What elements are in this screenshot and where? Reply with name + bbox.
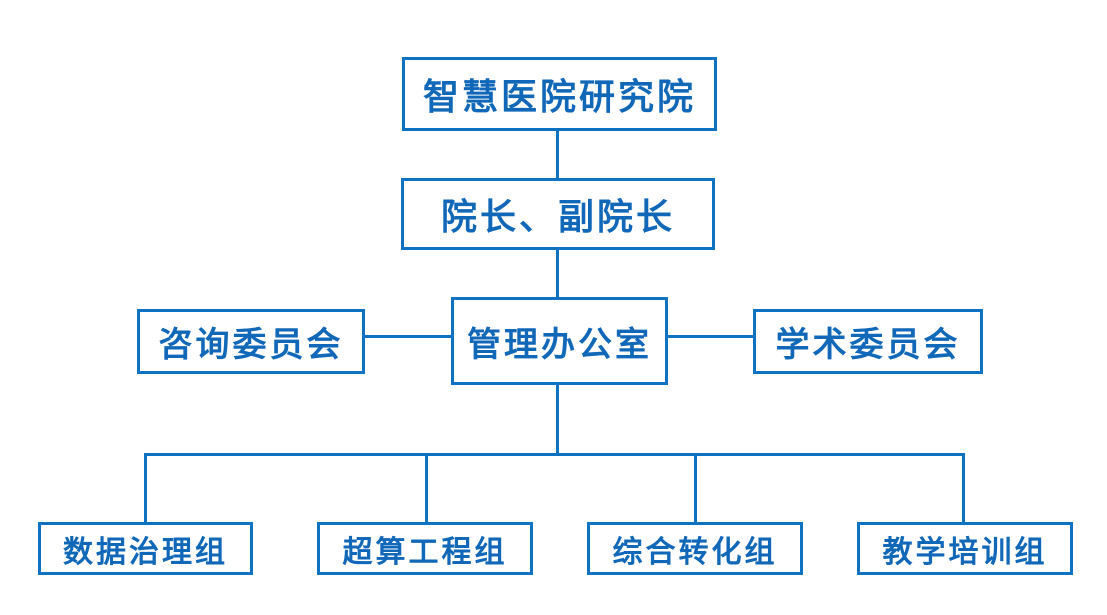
node-institute: 智慧医院研究院 xyxy=(402,57,717,131)
node-academic-committee-label: 学术委员会 xyxy=(775,325,961,365)
connector-leadership-to-office xyxy=(556,250,559,297)
node-data-governance-group: 数据治理组 xyxy=(38,522,253,575)
connector-bus-to-group3 xyxy=(694,453,697,522)
node-supercomputing-engineering-group-label: 超算工程组 xyxy=(342,534,508,570)
connector-office-to-academic xyxy=(668,335,753,338)
connector-bus xyxy=(144,453,965,456)
node-comprehensive-transformation-group: 综合转化组 xyxy=(587,522,803,575)
node-dean-vice-dean: 院长、副院长 xyxy=(401,178,715,250)
node-comprehensive-transformation-group-label: 综合转化组 xyxy=(612,534,778,570)
node-data-governance-group-label: 数据治理组 xyxy=(63,534,228,570)
connector-bus-to-group1 xyxy=(144,453,147,522)
connector-office-to-bus xyxy=(556,385,559,453)
node-management-office-label: 管理办公室 xyxy=(467,324,652,365)
node-academic-committee: 学术委员会 xyxy=(753,309,983,374)
connector-bus-to-group4 xyxy=(962,453,965,522)
node-teaching-training-group: 教学培训组 xyxy=(857,522,1073,575)
node-supercomputing-engineering-group: 超算工程组 xyxy=(317,522,533,575)
connector-bus-to-group2 xyxy=(425,453,428,522)
node-institute-label: 智慧医院研究院 xyxy=(422,77,696,118)
node-management-office: 管理办公室 xyxy=(451,297,668,385)
node-advisory-committee-label: 咨询委员会 xyxy=(158,325,344,365)
connector-advisory-to-office xyxy=(365,335,451,338)
node-teaching-training-group-label: 教学培训组 xyxy=(882,534,1048,570)
connector-root-to-leadership xyxy=(556,131,559,178)
node-advisory-committee: 咨询委员会 xyxy=(137,309,365,374)
node-dean-vice-dean-label: 院长、副院长 xyxy=(440,197,675,238)
